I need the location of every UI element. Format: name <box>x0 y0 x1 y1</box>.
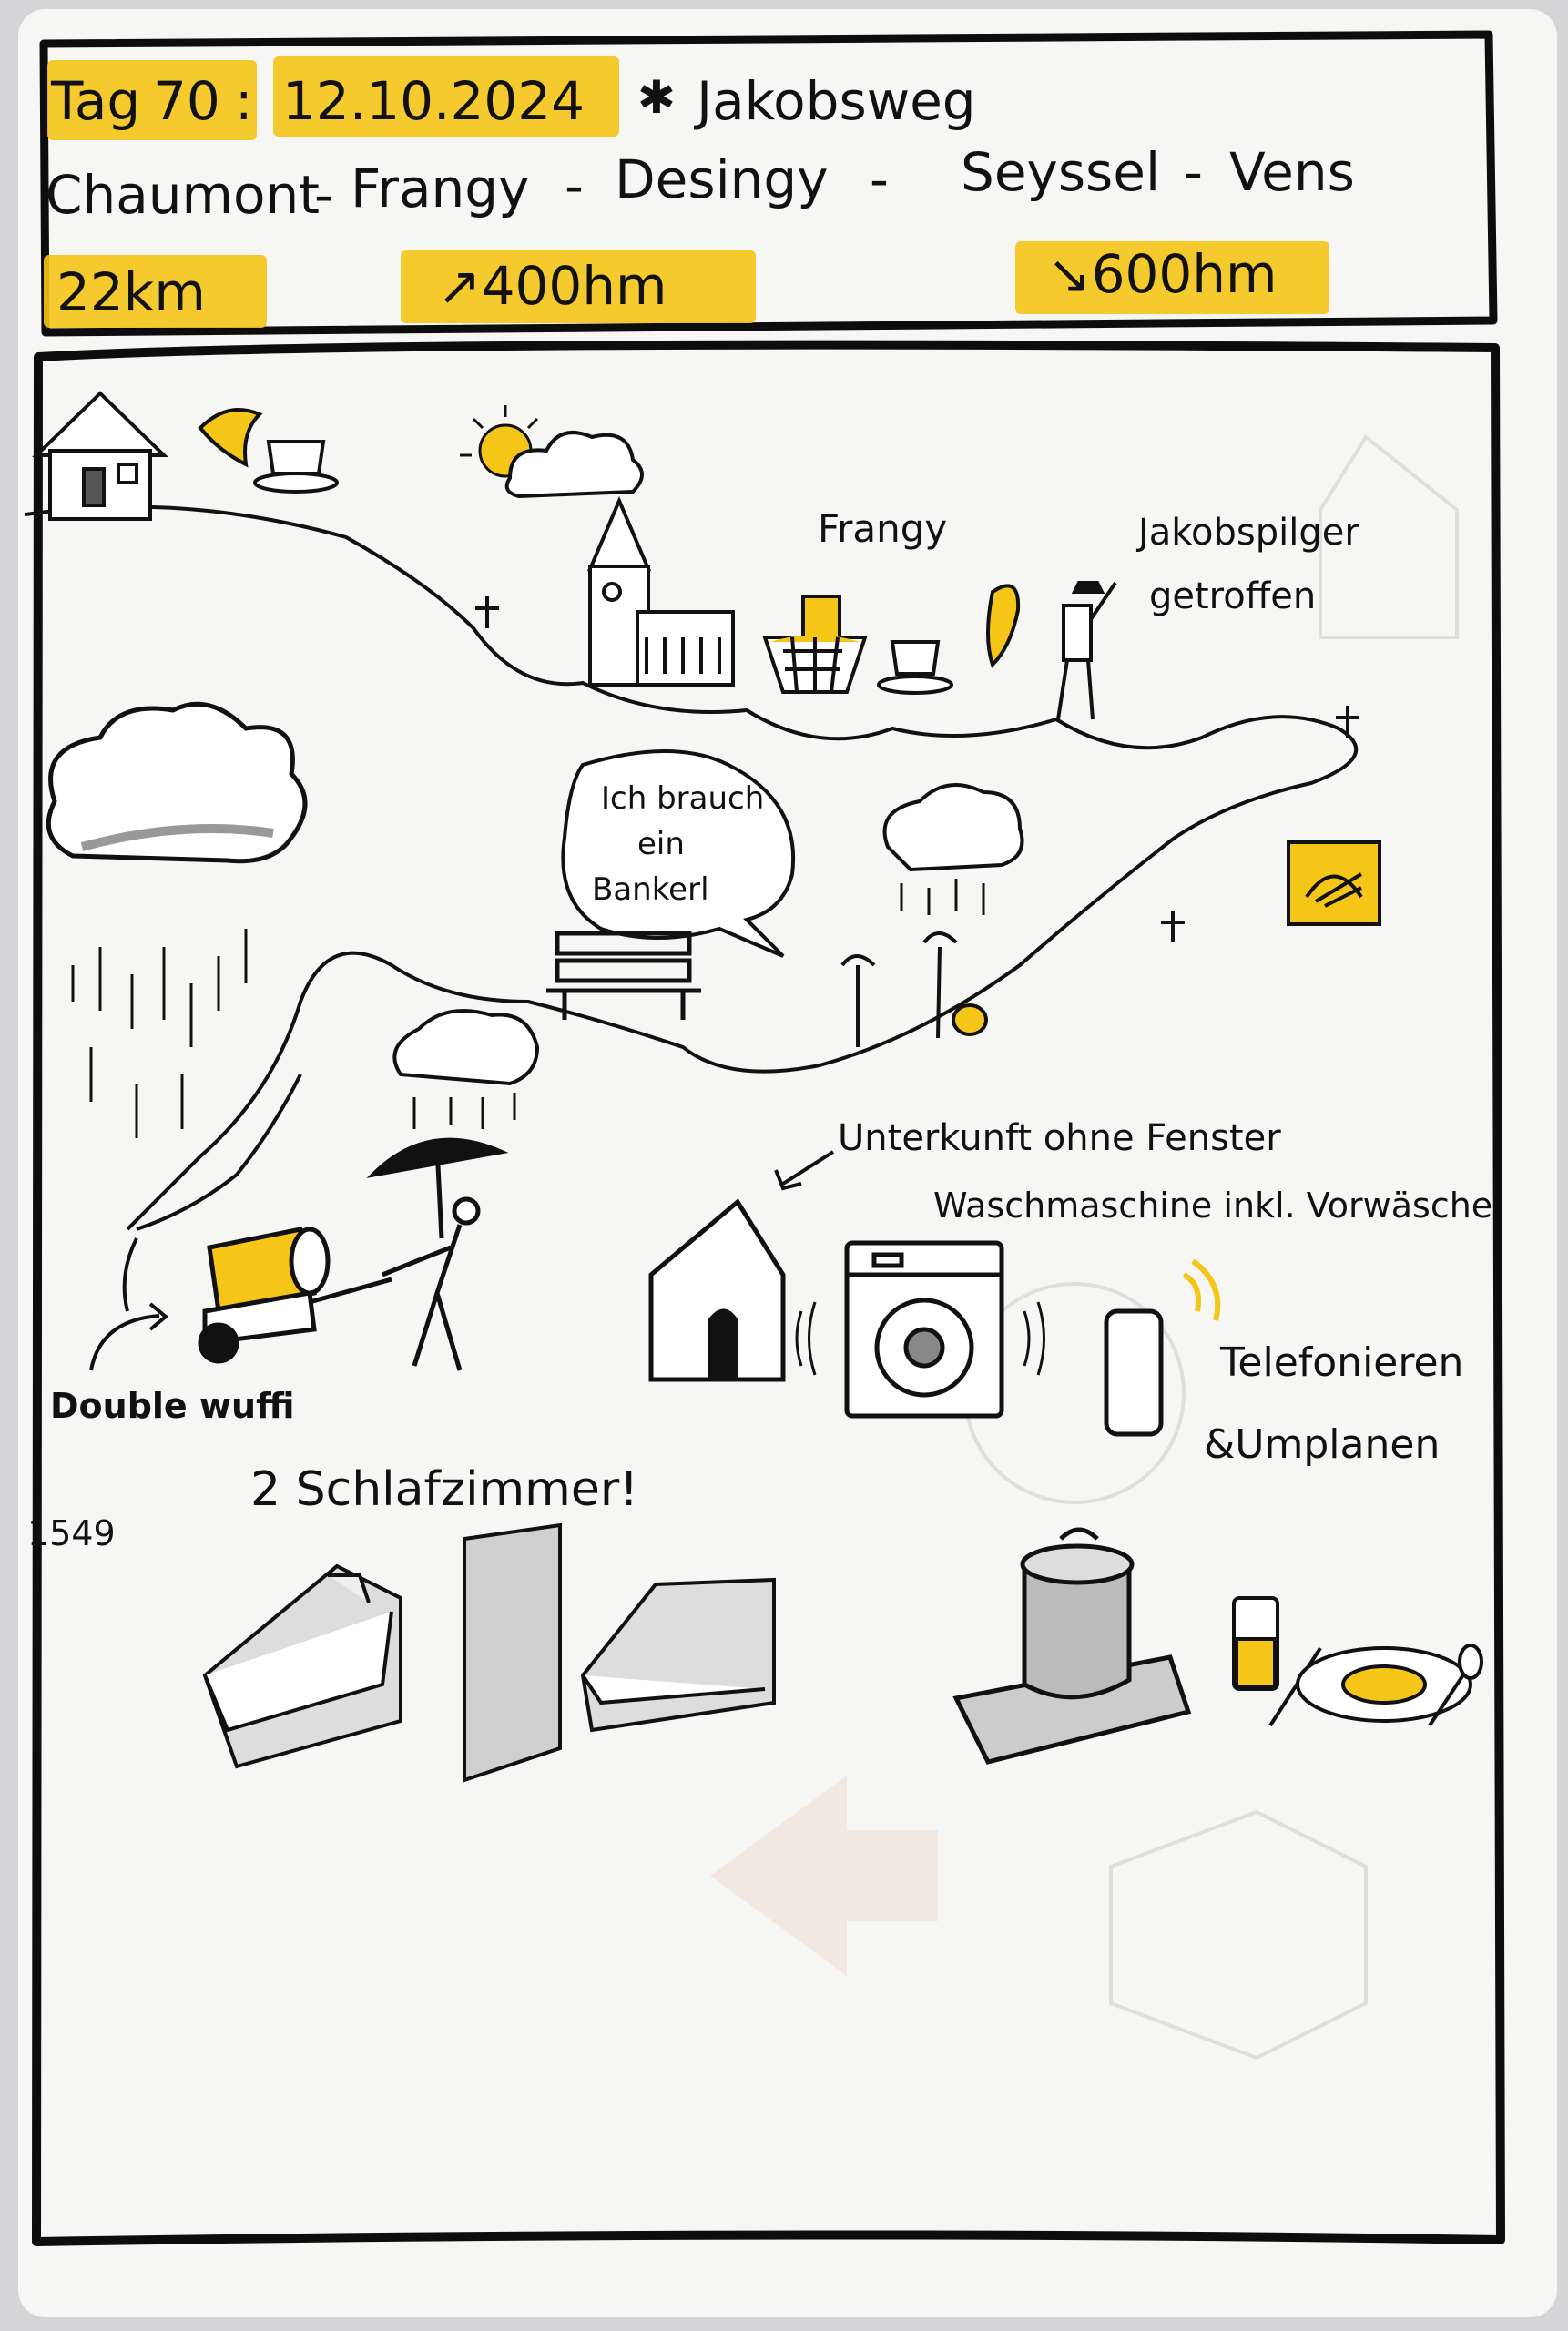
route-dash-2: - <box>565 155 584 217</box>
croissant-icon-2 <box>986 584 1021 668</box>
descent: ↘600hm <box>1047 243 1278 305</box>
plate-meal-icon <box>1268 1644 1483 1727</box>
title: Jakobsweg <box>697 70 976 132</box>
trailer-label: Double wuffi <box>50 1386 295 1426</box>
phone-icon <box>1104 1258 1221 1437</box>
route-stop-1: Chaumont <box>46 164 321 226</box>
bed-icon-left <box>202 1563 402 1769</box>
day-number: 70 <box>153 70 220 132</box>
route-stop-5: Vens <box>1229 141 1355 203</box>
route-line-lower <box>136 1074 302 1231</box>
speech-text-line2: ein <box>637 826 685 862</box>
coffee-cup-icon <box>253 440 339 494</box>
rain-cloud-medium-icon <box>392 1009 540 1129</box>
lodging-arrow <box>781 1150 835 1186</box>
main-frame <box>32 340 1505 2246</box>
header-frame <box>39 30 1498 337</box>
rain-cloud-icon <box>46 701 308 1138</box>
route-dash-4: - <box>1184 141 1203 203</box>
date: 12.10.2024 <box>282 70 585 132</box>
pilgrim-figure-icon <box>1056 581 1117 720</box>
day-colon: : <box>235 70 253 132</box>
phone-label-line1: Telefonieren <box>1220 1339 1464 1386</box>
pilgrim-label-line1: Jakobspilger <box>1138 512 1359 554</box>
coffee-cup-icon-2 <box>877 640 953 695</box>
phone-label-line2: &Umplanen <box>1204 1421 1441 1468</box>
lodging-house-icon <box>648 1198 786 1382</box>
page-number: 1549 <box>27 1513 116 1553</box>
distance: 22km <box>56 261 206 323</box>
church-icon <box>586 495 735 687</box>
shell-icon: ✱ <box>637 71 676 124</box>
rain-cloud-small-icon <box>882 783 1024 915</box>
lodging-label: Unterkunft ohne Fenster <box>838 1117 1281 1159</box>
bed-icon-right <box>580 1577 776 1733</box>
route-dash-3: - <box>870 148 889 210</box>
pilgrim-label-line2: getroffen <box>1149 575 1317 617</box>
dog-trailer-icon <box>198 1227 392 1364</box>
frangy-label: Frangy <box>818 506 948 551</box>
house-icon <box>32 391 168 521</box>
speech-text-line3: Bankerl <box>592 871 709 908</box>
washing-machine-label: Waschmaschine inkl. Vorwäsche <box>933 1186 1493 1226</box>
route-stop-2: Frangy <box>351 158 530 219</box>
walkers-with-umbrella-icon <box>840 931 988 1047</box>
speech-bubble <box>561 749 796 958</box>
highlight-descent <box>1015 241 1329 314</box>
speech-text-line1: Ich brauch <box>601 780 765 817</box>
walker-umbrella-icon <box>366 1137 509 1371</box>
shopping-basket-icon <box>762 595 868 694</box>
washing-machine-icon <box>844 1240 1004 1419</box>
bench-icon <box>546 931 701 1020</box>
trailer-label-arrow <box>89 1314 160 1371</box>
highlight-day <box>47 60 257 140</box>
croissant-icon <box>198 408 263 468</box>
day-tag-label: Tag <box>51 70 141 132</box>
paper-sheet <box>18 9 1557 2317</box>
ascent: ↗400hm <box>437 255 667 317</box>
jakobsweg-sign-icon <box>1287 840 1381 926</box>
highlight-distance <box>44 255 267 328</box>
room-divider-icon <box>463 1522 562 1783</box>
bedrooms-label: 2 Schlafzimmer! <box>250 1462 639 1517</box>
cross-icon <box>475 596 1359 942</box>
cooking-pot-icon <box>952 1527 1192 1765</box>
route-stop-4: Seyssel <box>961 141 1161 203</box>
route-stop-3: Desingy <box>615 148 829 210</box>
sun-cloud-icon <box>460 405 644 499</box>
route-line <box>25 504 1359 1231</box>
route-dash-1: - <box>314 164 333 226</box>
highlight-date <box>273 56 619 137</box>
juice-glass-icon <box>1232 1596 1279 1691</box>
highlight-ascent <box>401 250 756 323</box>
